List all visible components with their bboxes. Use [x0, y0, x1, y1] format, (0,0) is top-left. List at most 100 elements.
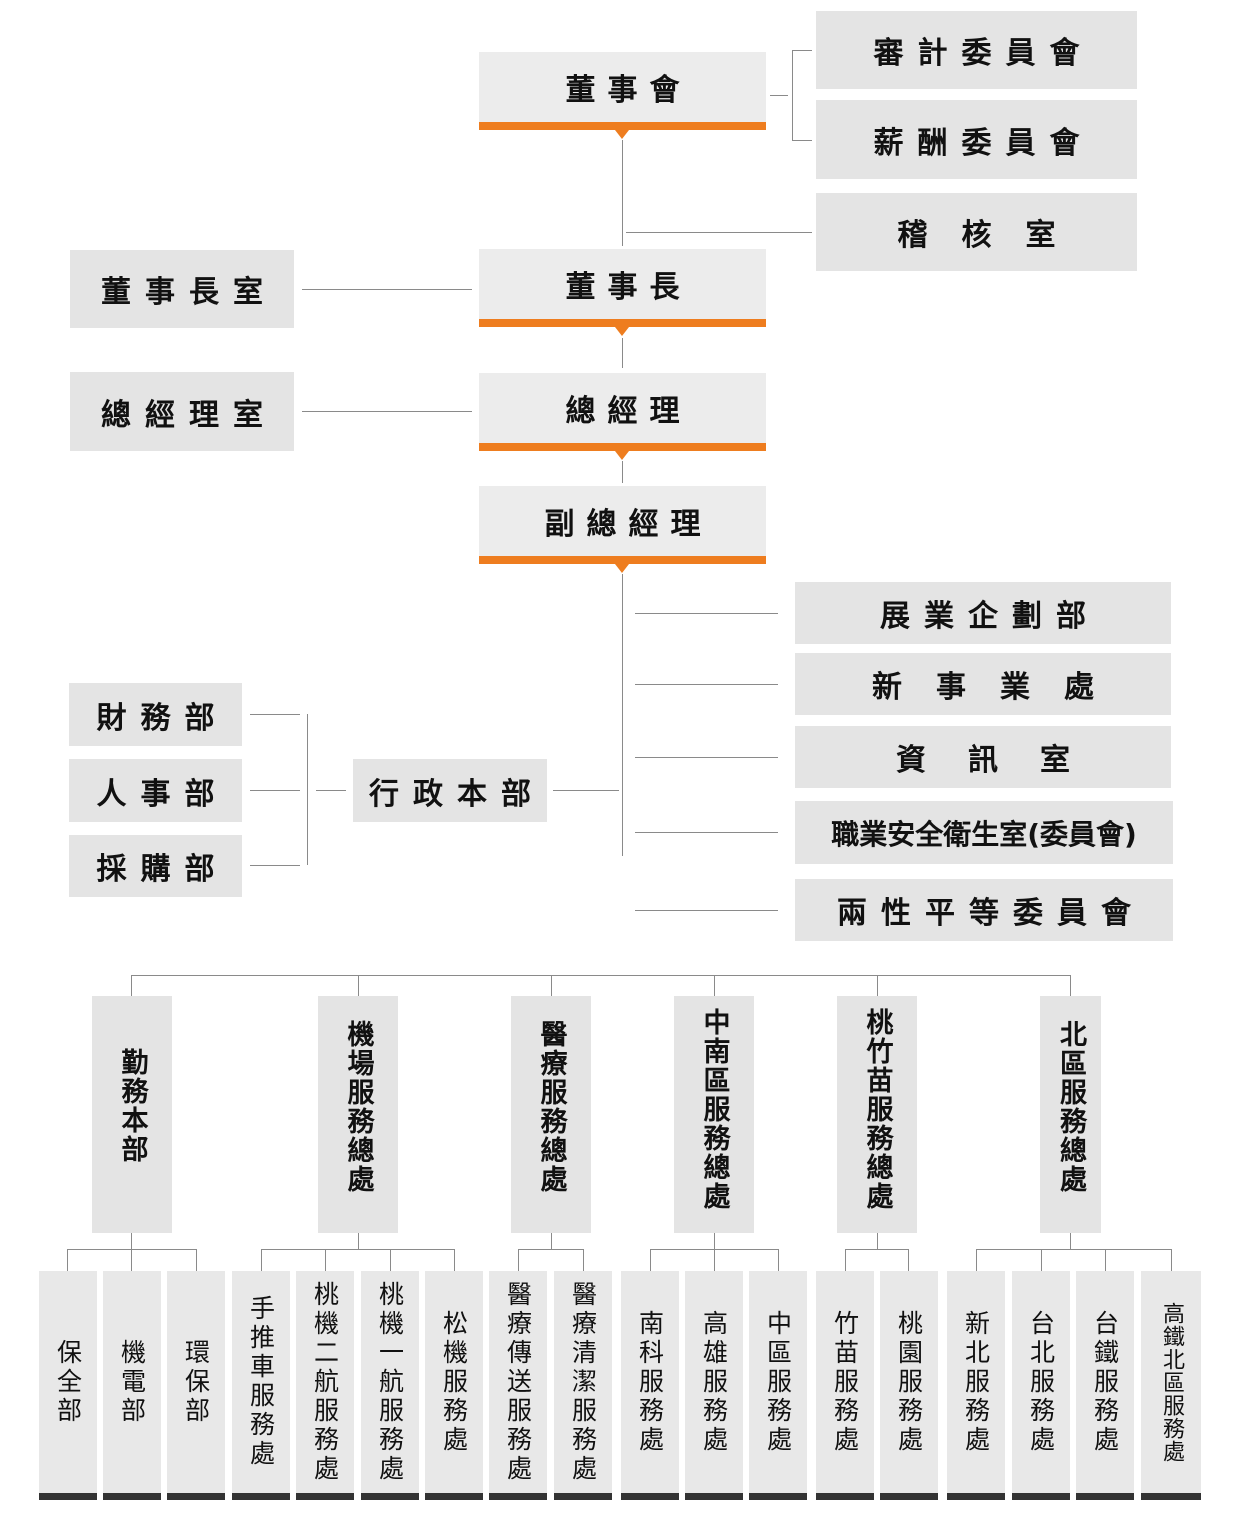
unit-bar: [749, 1493, 807, 1500]
connector: [845, 1249, 846, 1271]
vice-president-box: 副總經理: [479, 486, 766, 556]
connector: [714, 975, 715, 996]
connector: [131, 1249, 132, 1271]
connector: [622, 338, 623, 368]
division-medical: 醫療服務總處: [511, 996, 591, 1233]
chairman-arrow: [615, 327, 629, 336]
unit-environmental: 環保部: [167, 1271, 225, 1493]
connector: [390, 1249, 391, 1271]
connector: [250, 714, 300, 715]
right-unit-it: 資訊室: [795, 726, 1171, 788]
connector: [622, 140, 623, 246]
unit-bar: [232, 1493, 290, 1500]
connector: [635, 910, 778, 911]
division-north: 北區服務總處: [1040, 996, 1101, 1233]
connector: [877, 1233, 878, 1249]
connector: [635, 684, 778, 685]
connector: [454, 1249, 455, 1271]
connector: [908, 1249, 909, 1271]
board-box: 董事會: [479, 52, 766, 122]
connector: [307, 714, 308, 865]
committee-audit: 審計委員會: [816, 11, 1137, 89]
unit-medical-cleaning: 醫療清潔服務處: [554, 1271, 612, 1493]
connector: [250, 790, 300, 791]
connector: [877, 975, 878, 996]
division-airport: 機場服務總處: [318, 996, 398, 1233]
unit-hsinchu-miaoli: 竹苗服務處: [816, 1271, 874, 1493]
vice-president-accent-bar: [479, 556, 766, 564]
chairman-accent-bar: [479, 319, 766, 327]
connector: [67, 1249, 68, 1271]
connector: [1041, 1249, 1042, 1271]
connector: [626, 232, 812, 233]
committee-compensation: 薪酬委員會: [816, 100, 1137, 179]
connector: [1171, 1249, 1172, 1271]
connector: [792, 50, 793, 140]
unit-trolley: 手推車服務處: [232, 1271, 290, 1493]
connector: [845, 1249, 909, 1250]
board-accent-bar: [479, 122, 766, 130]
unit-bar: [361, 1493, 419, 1500]
unit-bar: [621, 1493, 679, 1500]
connector: [131, 975, 132, 996]
connector: [1070, 975, 1071, 996]
right-unit-safety: 職業安全衛生室(委員會): [795, 801, 1173, 864]
unit-bar: [103, 1493, 161, 1500]
right-unit-planning: 展業企劃部: [795, 582, 1171, 644]
connector: [635, 757, 778, 758]
unit-southern-science-park: 南科服務處: [621, 1271, 679, 1493]
unit-kaohsiung: 高雄服務處: [685, 1271, 743, 1493]
unit-mechanical-electrical: 機電部: [103, 1271, 161, 1493]
connector: [792, 140, 812, 141]
president-box: 總經理: [479, 373, 766, 443]
connector: [131, 975, 1071, 976]
connector: [261, 1249, 262, 1271]
connector: [518, 1249, 519, 1271]
admin-unit-procurement: 採購部: [69, 835, 242, 897]
unit-taoyuan: 桃園服務處: [880, 1271, 938, 1493]
connector: [67, 1249, 197, 1250]
division-taoyuan-hsinchu-miaoli: 桃竹苗服務總處: [837, 996, 917, 1233]
connector: [250, 865, 300, 866]
unit-bar: [816, 1493, 874, 1500]
connector: [770, 95, 788, 96]
unit-security: 保全部: [39, 1271, 97, 1493]
right-unit-gender-equality: 兩性平等委員會: [795, 879, 1173, 941]
connector: [553, 790, 619, 791]
connector: [792, 50, 812, 51]
connector: [714, 1249, 715, 1271]
chairman-box: 董事長: [479, 249, 766, 319]
connector: [325, 1249, 326, 1271]
division-duty-hq: 勤務本部: [92, 996, 172, 1233]
unit-taoyuan-terminal-1: 桃機一航服務處: [361, 1271, 419, 1493]
unit-bar: [167, 1493, 225, 1500]
admin-unit-finance: 財務部: [69, 683, 242, 746]
unit-bar: [489, 1493, 547, 1500]
connector: [131, 1233, 132, 1249]
connector: [976, 1249, 977, 1271]
unit-bar: [1012, 1493, 1070, 1500]
unit-central: 中區服務處: [749, 1271, 807, 1493]
right-unit-new-business: 新事業處: [795, 653, 1171, 715]
unit-bar: [296, 1493, 354, 1500]
connector: [650, 1249, 651, 1271]
unit-bar: [1141, 1493, 1201, 1500]
connector: [358, 1233, 359, 1249]
vice-president-arrow: [615, 564, 629, 573]
connector: [1070, 1233, 1071, 1249]
president-accent-bar: [479, 443, 766, 451]
unit-bar: [880, 1493, 938, 1500]
connector: [261, 1249, 455, 1250]
connector: [635, 613, 778, 614]
connector: [551, 975, 552, 996]
connector: [1105, 1249, 1106, 1271]
connector: [358, 975, 359, 996]
connector: [196, 1249, 197, 1271]
connector: [518, 1249, 584, 1250]
connector: [302, 289, 472, 290]
connector: [551, 1233, 552, 1249]
unit-bar: [39, 1493, 97, 1500]
unit-bar: [554, 1493, 612, 1500]
unit-bar: [1076, 1493, 1134, 1500]
unit-taoyuan-terminal-2: 桃機二航服務處: [296, 1271, 354, 1493]
